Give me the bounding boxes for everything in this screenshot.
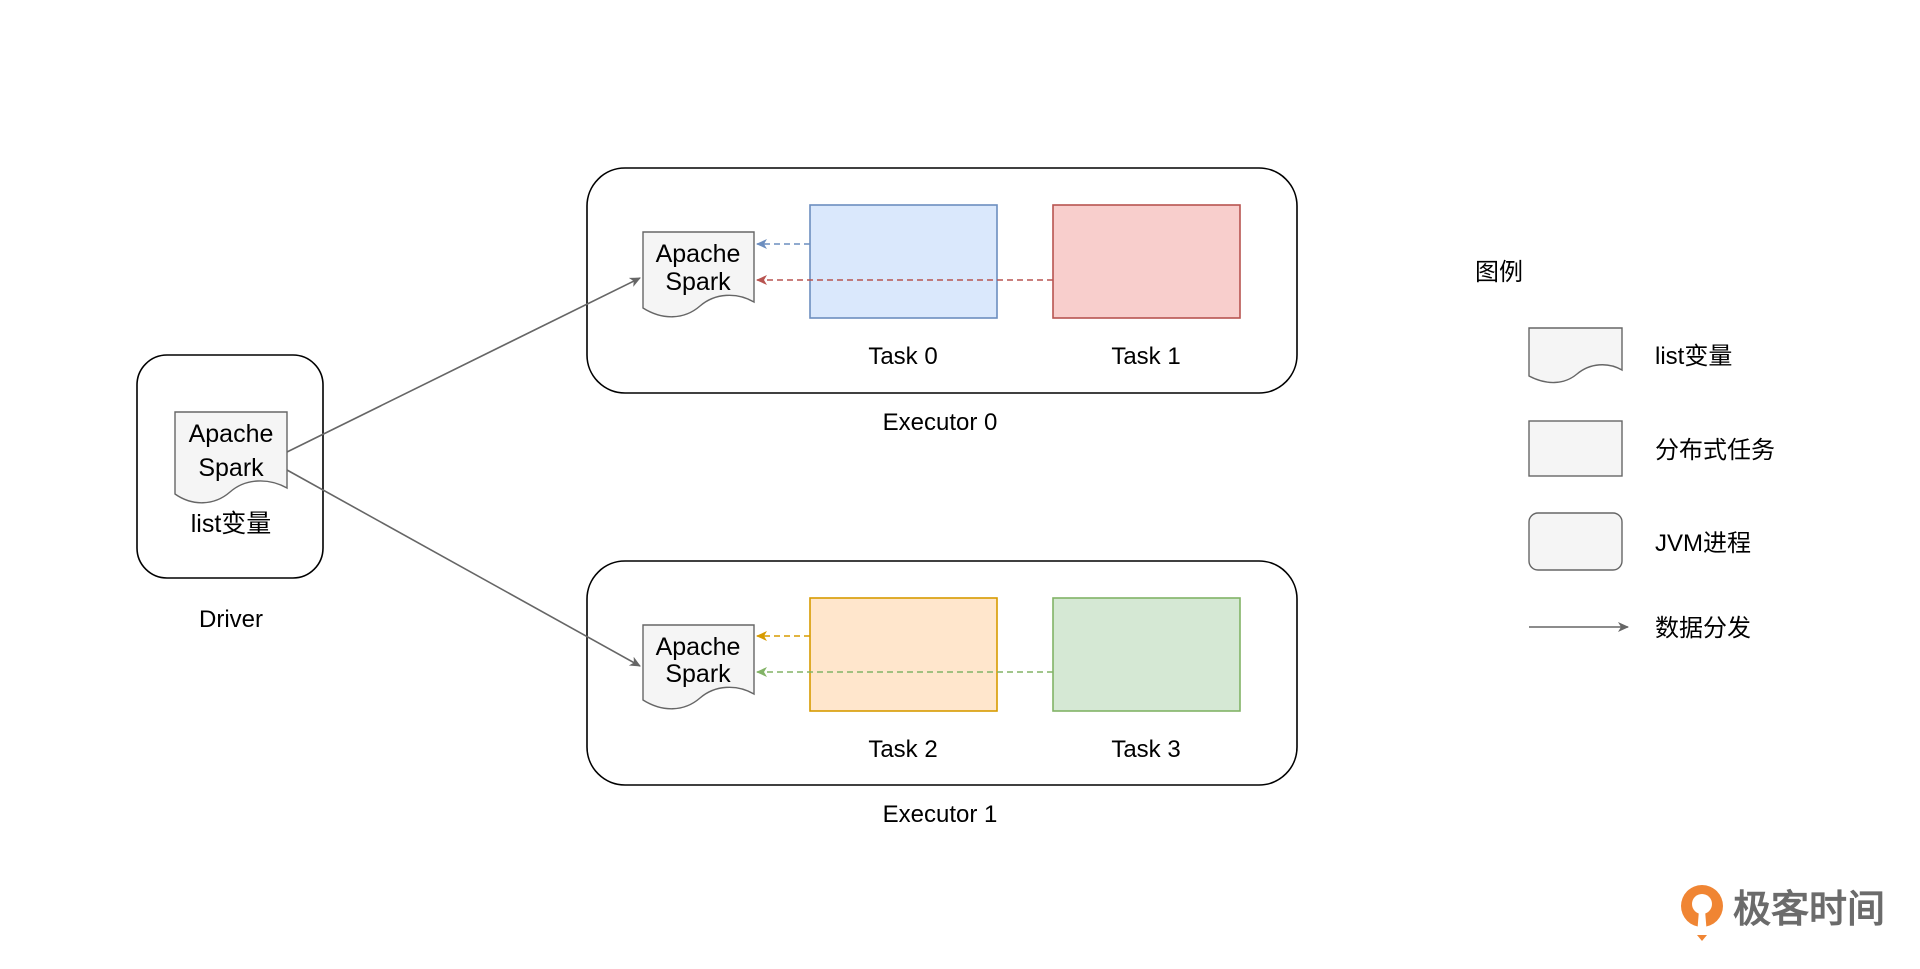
brand-logo: 极客时间	[1681, 885, 1885, 941]
executor-1: Apache Spark Task 2 Task 3	[586, 560, 1298, 786]
task-0-box	[809, 204, 998, 319]
distribute-arrow-executor-1	[286, 469, 641, 667]
task-2-box	[809, 597, 998, 712]
executor-0-document-shape	[642, 231, 755, 318]
driver-doc-line2: Spark	[198, 454, 264, 482]
distribute-arrow-executor-0	[286, 277, 641, 453]
rectangle-shape-icon	[1528, 420, 1623, 477]
driver-label: Driver	[199, 606, 263, 633]
legend-label-list-variable: list变量	[1655, 343, 1732, 370]
executor-1-doc-line1: Apache	[656, 633, 741, 661]
executor-1-label: Executor 1	[883, 801, 998, 828]
driver-node: Apache Spark list变量	[136, 354, 324, 579]
task-2-label: Task 2	[868, 736, 937, 763]
brand-logo-text: 极客时间	[1733, 888, 1885, 931]
task-1-box	[1052, 204, 1241, 319]
legend: 图例 list变量 分布式任务 JVM进程 数据分发	[1475, 259, 1775, 642]
executor-0: Apache Spark Task 0 Task 1	[586, 167, 1298, 394]
legend-label-jvm: JVM进程	[1655, 530, 1751, 557]
driver-doc-line1: Apache	[189, 420, 274, 448]
document-shape-icon	[1528, 327, 1623, 384]
executor-0-label: Executor 0	[883, 409, 998, 436]
executor-1-document-shape	[642, 624, 755, 710]
driver-document-shape	[174, 411, 288, 504]
legend-label-distribute: 数据分发	[1655, 615, 1751, 642]
legend-title: 图例	[1475, 259, 1523, 286]
task-1-label: Task 1	[1111, 343, 1180, 370]
task-3-box	[1052, 597, 1241, 712]
executor-0-doc-line2: Spark	[665, 268, 731, 296]
task-0-label: Task 0	[868, 343, 937, 370]
driver-variable-label: list变量	[191, 510, 272, 538]
task-3-label: Task 3	[1111, 736, 1180, 763]
executor-0-doc-line1: Apache	[656, 240, 741, 268]
legend-label-task: 分布式任务	[1655, 437, 1775, 464]
executor-1-doc-line2: Spark	[665, 660, 731, 688]
geektime-logo-icon	[1681, 885, 1723, 941]
rounded-rectangle-shape-icon	[1528, 512, 1623, 571]
